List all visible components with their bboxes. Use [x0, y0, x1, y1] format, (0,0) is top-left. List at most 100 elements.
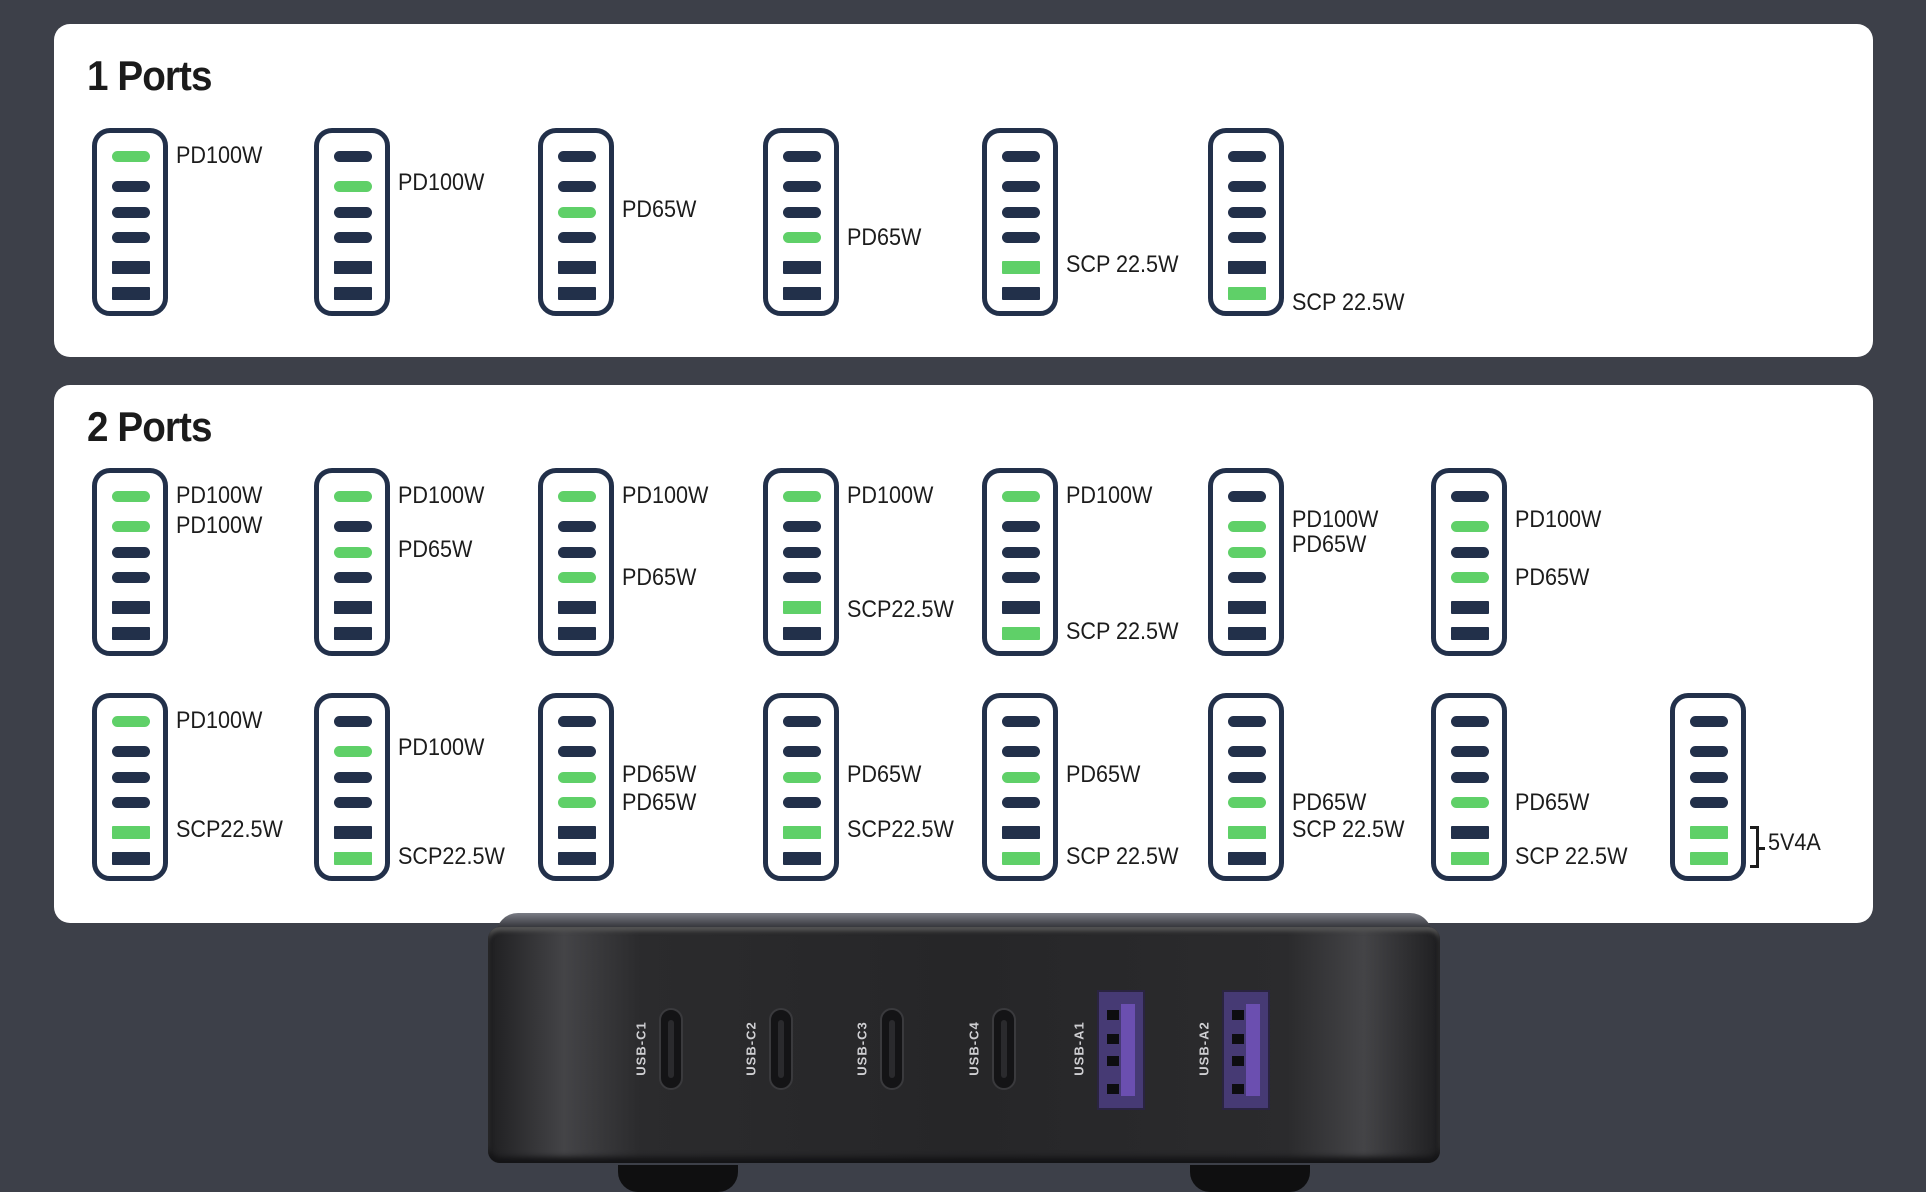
charger-ports-icon: [538, 468, 614, 656]
charger-ports-icon: [538, 693, 614, 881]
inactive-port-indicator: [112, 627, 150, 640]
port-combination: 5V4A: [1670, 693, 1926, 883]
usb-c-port: [992, 1008, 1016, 1090]
inactive-port-indicator: [334, 716, 372, 727]
inactive-port-indicator: [1002, 716, 1040, 727]
active-port-indicator: [1228, 287, 1266, 300]
inactive-port-indicator: [1228, 151, 1266, 162]
power-label: PD100W: [1292, 506, 1379, 534]
usb-c-port: [769, 1008, 793, 1090]
power-label: PD65W: [1515, 563, 1590, 591]
inactive-port-indicator: [1451, 826, 1489, 839]
power-label: PD100W: [847, 482, 934, 509]
usb-a-pin: [1107, 1056, 1119, 1066]
inactive-port-indicator: [1451, 716, 1489, 727]
usb-c-port: [659, 1008, 683, 1090]
inactive-port-indicator: [334, 232, 372, 243]
inactive-port-indicator: [112, 287, 150, 300]
port-label: USB-C4: [966, 1021, 982, 1076]
inactive-port-indicator: [1451, 601, 1489, 614]
active-port-indicator: [334, 547, 372, 558]
inactive-port-indicator: [558, 261, 596, 274]
inactive-port-indicator: [558, 287, 596, 300]
active-port-indicator: [558, 797, 596, 808]
charger-ports-icon: [982, 468, 1058, 656]
power-label: PD65W: [1515, 788, 1590, 816]
power-label: PD100W: [1066, 482, 1153, 509]
active-port-indicator: [334, 181, 372, 192]
inactive-port-indicator: [1451, 491, 1489, 502]
inactive-port-indicator: [1002, 601, 1040, 614]
power-label: SCP22.5W: [847, 815, 954, 843]
inactive-port-indicator: [783, 627, 821, 640]
port-combination: PD100W PD65W: [1431, 468, 1691, 658]
charger-ports-icon: [982, 128, 1058, 316]
charger-ports-icon: [1431, 693, 1507, 881]
active-port-indicator: [1002, 852, 1040, 865]
inactive-port-indicator: [1228, 601, 1266, 614]
inactive-port-indicator: [334, 151, 372, 162]
inactive-port-indicator: [558, 181, 596, 192]
inactive-port-indicator: [112, 746, 150, 757]
active-port-indicator: [334, 491, 372, 502]
usb-a-pin: [1107, 1084, 1119, 1094]
active-port-indicator: [558, 207, 596, 218]
usb-a-port: [1097, 990, 1145, 1110]
power-label: SCP22.5W: [176, 815, 283, 843]
power-label: 5V4A: [1768, 829, 1821, 857]
inactive-port-indicator: [1451, 627, 1489, 640]
active-port-indicator: [1451, 521, 1489, 532]
port-combination: PD65W SCP22.5W: [763, 693, 1023, 883]
active-port-indicator: [1690, 826, 1728, 839]
inactive-port-indicator: [1451, 746, 1489, 757]
power-label: SCP 22.5W: [1292, 288, 1405, 316]
inactive-port-indicator: [558, 716, 596, 727]
active-port-indicator: [1002, 772, 1040, 783]
power-label: SCP 22.5W: [1066, 250, 1179, 278]
inactive-port-indicator: [558, 151, 596, 162]
power-label: SCP 22.5W: [1515, 843, 1628, 870]
inactive-port-indicator: [783, 151, 821, 162]
active-port-indicator: [783, 232, 821, 243]
active-port-indicator: [1228, 521, 1266, 532]
active-port-indicator: [112, 151, 150, 162]
port-label: USB-C3: [854, 1021, 870, 1076]
inactive-port-indicator: [783, 716, 821, 727]
inactive-port-indicator: [783, 547, 821, 558]
power-label: SCP 22.5W: [1292, 815, 1405, 843]
inactive-port-indicator: [558, 852, 596, 865]
usb-a-tongue: [1246, 1004, 1260, 1096]
inactive-port-indicator: [558, 547, 596, 558]
inactive-port-indicator: [1002, 826, 1040, 839]
inactive-port-indicator: [1228, 716, 1266, 727]
power-label: PD65W: [847, 761, 922, 789]
port-label: USB-A1: [1071, 1021, 1087, 1076]
inactive-port-indicator: [558, 746, 596, 757]
power-label: PD100W: [1515, 506, 1602, 534]
active-port-indicator: [558, 491, 596, 502]
active-port-indicator: [1002, 261, 1040, 274]
inactive-port-indicator: [112, 261, 150, 274]
inactive-port-indicator: [112, 601, 150, 614]
active-port-indicator: [112, 491, 150, 502]
active-port-indicator: [334, 746, 372, 757]
inactive-port-indicator: [558, 521, 596, 532]
inactive-port-indicator: [1002, 181, 1040, 192]
charger-ports-icon: [1670, 693, 1746, 881]
inactive-port-indicator: [112, 772, 150, 783]
inactive-port-indicator: [1451, 547, 1489, 558]
power-label: PD65W: [1292, 788, 1367, 816]
active-port-indicator: [1228, 797, 1266, 808]
inactive-port-indicator: [1002, 287, 1040, 300]
power-label: SCP22.5W: [398, 843, 505, 870]
inactive-port-indicator: [1002, 207, 1040, 218]
port-combination: PD65W: [538, 128, 798, 318]
inactive-port-indicator: [1002, 797, 1040, 808]
inactive-port-indicator: [1690, 716, 1728, 727]
charger-foot: [1190, 1165, 1310, 1192]
